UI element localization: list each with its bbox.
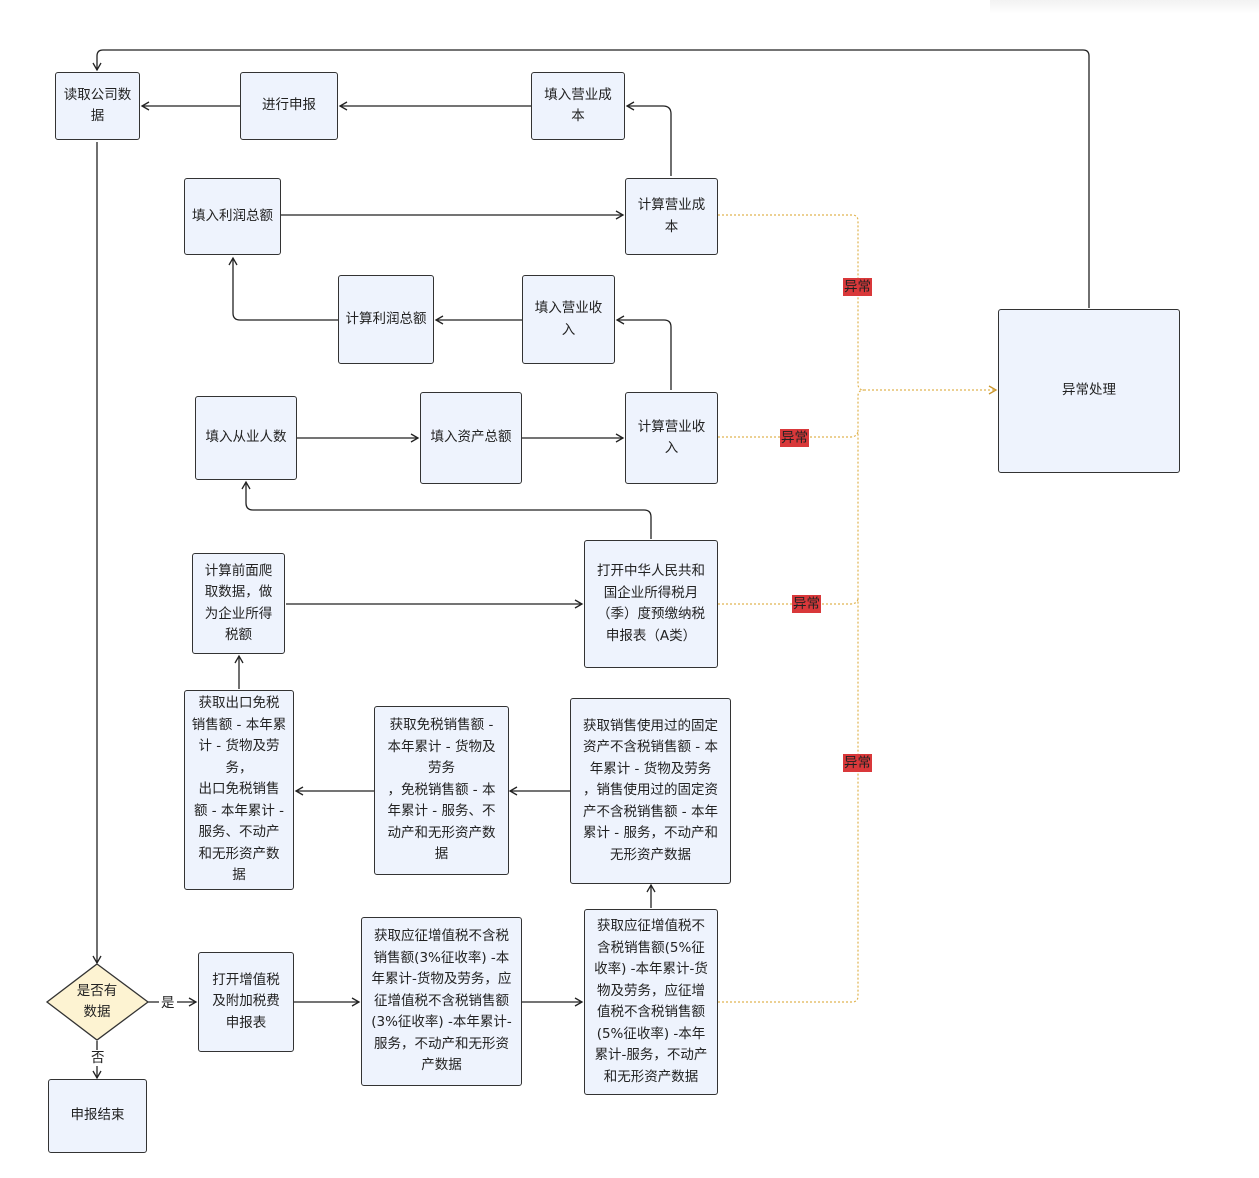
- top-shadow: [990, 0, 1259, 14]
- edge-exception-calccost: [718, 214, 865, 391]
- node-calc-tax[interactable]: 计算前面爬 取数据，做 为企业所得 税额: [192, 553, 285, 654]
- node-vat-5[interactable]: 获取应征增值税不 含税销售额(5%征 收率) -本年累计-货 物及劳务，应征增 …: [584, 909, 718, 1095]
- node-calc-cost[interactable]: 计算营业成 本: [625, 178, 718, 255]
- node-declare[interactable]: 进行申报: [240, 72, 338, 140]
- exception-label-3: 异常: [792, 595, 821, 613]
- edge-exception-incometax: [718, 597, 859, 605]
- decision-diamond: [45, 963, 150, 1041]
- node-read-company[interactable]: 读取公司数 据: [55, 72, 140, 140]
- edge-exception-vat5: [718, 389, 865, 1003]
- node-fill-employees[interactable]: 填入从业人数: [195, 396, 297, 480]
- node-fill-assets[interactable]: 填入资产总额: [420, 392, 522, 484]
- node-fixed-assets[interactable]: 获取销售使用过的固定 资产不含税销售额 - 本 年累计 - 货物及劳务 ，销售使…: [570, 698, 731, 884]
- exception-label-2: 异常: [780, 429, 809, 447]
- node-end[interactable]: 申报结束: [48, 1079, 147, 1153]
- edge-calcrevenue-to-fillrevenue: [615, 315, 672, 390]
- edge-incometax-to-employees: [241, 480, 652, 539]
- node-fill-profit[interactable]: 填入利润总额: [184, 178, 281, 255]
- exception-label-1: 异常: [843, 278, 872, 296]
- node-fill-cost[interactable]: 填入营业成 本: [531, 72, 625, 140]
- node-open-income-tax[interactable]: 打开中华人民共和 国企业所得税月 （季）度预缴纳税 申报表（A类）: [584, 540, 718, 668]
- node-exception-handling[interactable]: 异常处理: [998, 309, 1180, 473]
- node-vat-3[interactable]: 获取应征增值税不含税 销售额(3%征收率) -本 年累计-货物及劳务，应 征增值…: [361, 917, 522, 1086]
- node-calc-revenue[interactable]: 计算营业收 入: [625, 392, 718, 484]
- exception-label-4: 异常: [843, 754, 872, 772]
- node-export-exempt[interactable]: 获取出口免税 销售额 - 本年累 计 - 货物及劳 务， 出口免税销售 额 - …: [184, 690, 294, 890]
- edge-exception-to-read: [92, 49, 1090, 308]
- edge-exception-calcrevenue: [718, 429, 859, 438]
- edge-calccost-to-fillcost: [625, 101, 672, 176]
- node-tax-exempt[interactable]: 获取免税销售额 - 本年累计 - 货物及 劳务 ，免税销售额 - 本 年累计 -…: [374, 706, 509, 875]
- node-open-vat[interactable]: 打开增值税 及附加税费 申报表: [198, 952, 294, 1052]
- label-no: 否: [89, 1050, 107, 1066]
- node-calc-profit[interactable]: 计算利润总额: [338, 275, 434, 364]
- edge-calcprofit-to-fillprofit: [228, 256, 338, 321]
- node-fill-revenue[interactable]: 填入营业收 入: [522, 275, 615, 364]
- decision-label[interactable]: 是否有 数据: [76, 983, 118, 1020]
- label-yes: 是: [159, 995, 177, 1011]
